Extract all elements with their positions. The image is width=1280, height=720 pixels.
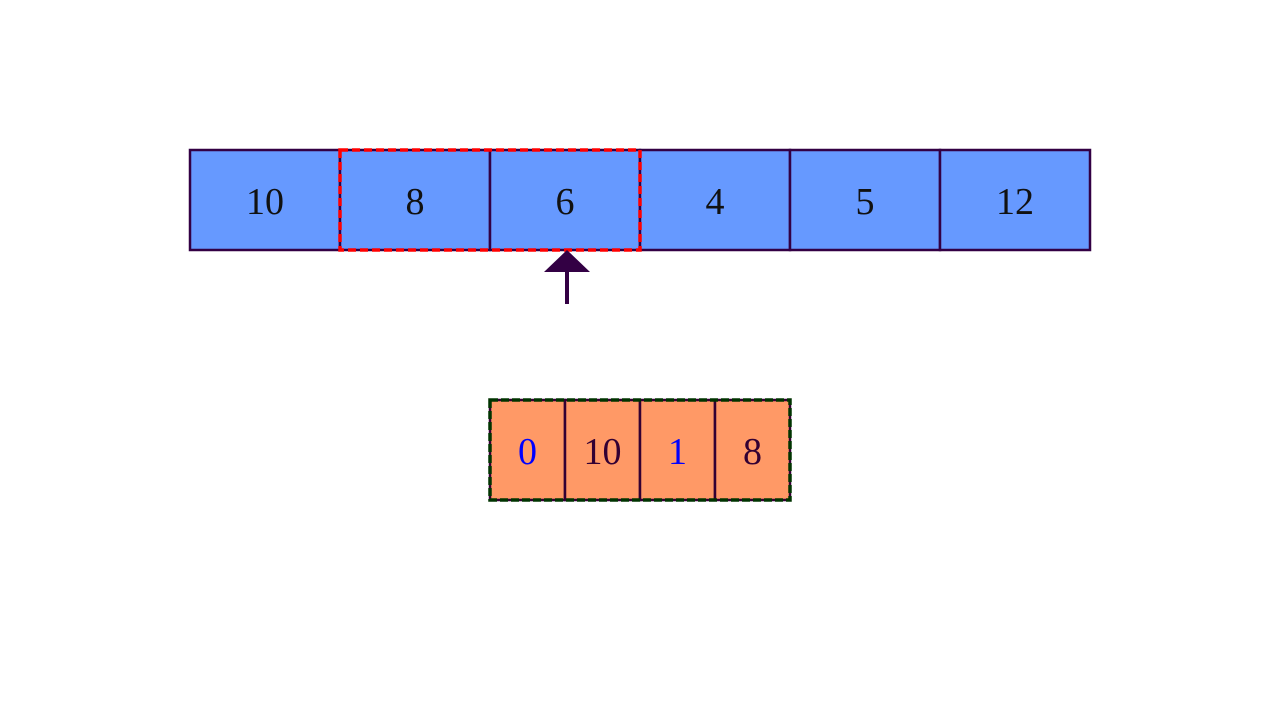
- deque-value: 8: [743, 431, 762, 473]
- deque-cell: 1: [638, 398, 717, 502]
- deque-cell-box: [713, 398, 792, 502]
- array-cell: 5: [788, 148, 942, 252]
- array-cell-value: 12: [996, 181, 1034, 223]
- window-outline: [338, 148, 642, 252]
- deque-value: 10: [584, 431, 622, 473]
- array-cell: 6: [488, 148, 642, 252]
- array-row: 10 8 6 4 5 12: [188, 148, 1092, 252]
- array-cell: 12: [938, 148, 1092, 252]
- deque-cell: 8: [713, 398, 792, 502]
- deque-cell: 0: [488, 398, 567, 502]
- deque-index: 1: [668, 431, 687, 473]
- array-cell-value: 4: [706, 181, 725, 223]
- array-cell-value: 5: [856, 181, 875, 223]
- deque-cell: 10: [563, 398, 642, 502]
- array-cell-value: 6: [556, 181, 575, 223]
- deque-outline: [488, 398, 792, 502]
- arrow-head: [544, 250, 590, 272]
- array-cell: 4: [638, 148, 792, 252]
- array-cell-value: 8: [406, 181, 425, 223]
- window-highlight: [338, 148, 642, 252]
- array-cell: 10: [188, 148, 342, 252]
- deque-index: 0: [518, 431, 537, 473]
- deque-row: 0 10 1 8: [488, 398, 792, 502]
- array-cell: 8: [338, 148, 492, 252]
- arrow-up-icon: [544, 250, 590, 304]
- array-cell-box: [938, 148, 1092, 252]
- deque-cell-box: [563, 398, 642, 502]
- array-cell-value: 10: [246, 181, 284, 223]
- array-cell-box: [188, 148, 342, 252]
